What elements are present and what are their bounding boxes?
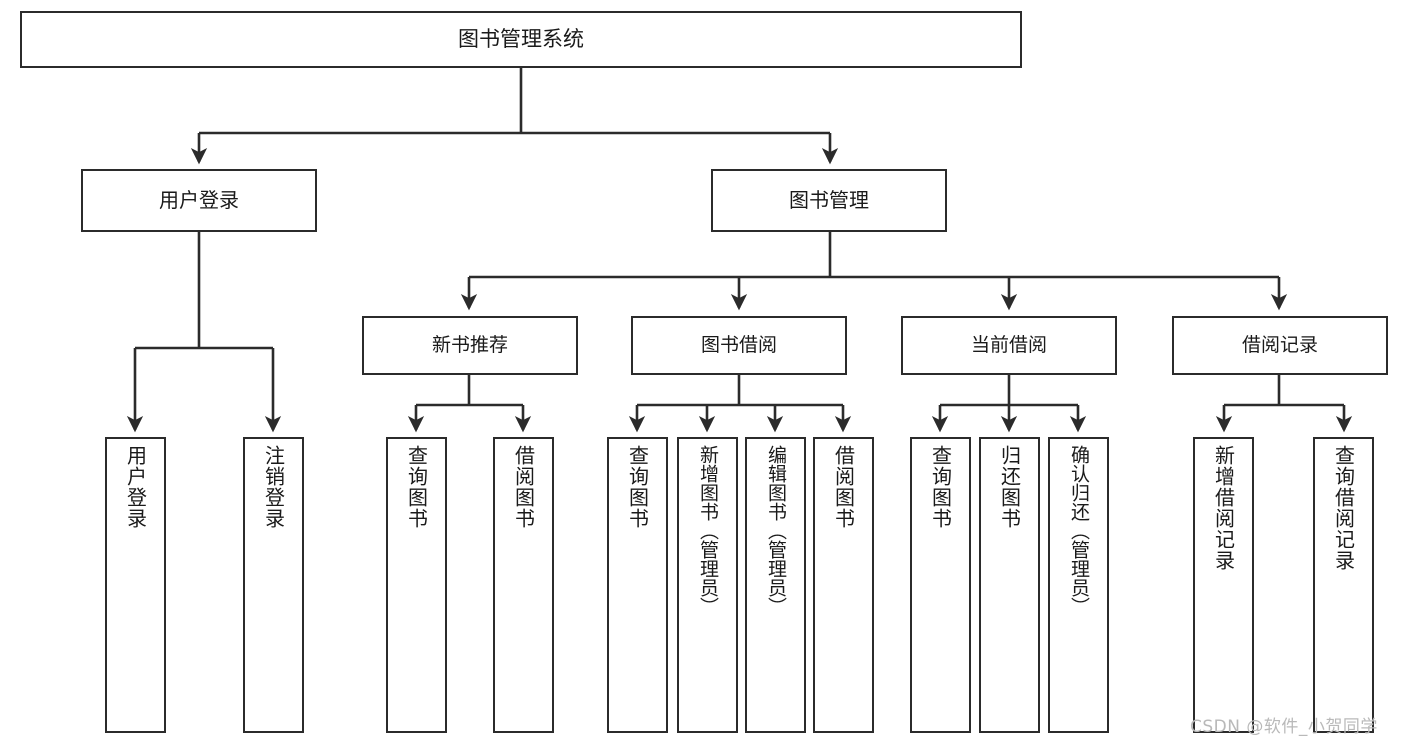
leaf-user-login[interactable]: 用户登录 — [105, 437, 166, 733]
node-label: 新增借阅记录 — [1211, 445, 1236, 571]
leaf-edit-book-admin[interactable]: 编辑图书（管理员） — [745, 437, 806, 733]
leaf-query-book-borrow[interactable]: 查询图书 — [607, 437, 668, 733]
node-label: 查询图书 — [625, 445, 650, 529]
leaf-return-book[interactable]: 归还图书 — [979, 437, 1040, 733]
node-new-book-recommend[interactable]: 新书推荐 — [362, 316, 578, 375]
node-label: 归还图书 — [997, 445, 1022, 529]
node-label: 新书推荐 — [431, 334, 508, 357]
node-label: 确认归还（管理员） — [1068, 445, 1090, 616]
node-label: 借阅图书 — [831, 445, 856, 529]
node-label: 查询图书 — [404, 445, 429, 529]
leaf-query-book-new[interactable]: 查询图书 — [386, 437, 447, 733]
node-book-borrow[interactable]: 图书借阅 — [631, 316, 847, 375]
node-current-borrow[interactable]: 当前借阅 — [901, 316, 1117, 375]
node-user-login[interactable]: 用户登录 — [81, 169, 317, 232]
node-label: 图书管理 — [789, 187, 869, 212]
leaf-add-borrow-record[interactable]: 新增借阅记录 — [1193, 437, 1254, 733]
node-label: 编辑图书（管理员） — [765, 445, 787, 616]
node-label: 用户登录 — [123, 445, 148, 529]
leaf-logout-login[interactable]: 注销登录 — [243, 437, 304, 733]
node-label: 图书管理系统 — [458, 27, 584, 52]
leaf-add-book-admin[interactable]: 新增图书（管理员） — [677, 437, 738, 733]
node-label: 图书借阅 — [700, 334, 777, 357]
leaf-borrow-book[interactable]: 借阅图书 — [813, 437, 874, 733]
leaf-confirm-return-admin[interactable]: 确认归还（管理员） — [1048, 437, 1109, 733]
leaf-query-borrow-record[interactable]: 查询借阅记录 — [1313, 437, 1374, 733]
node-label: 查询图书 — [928, 445, 953, 529]
node-label: 新增图书（管理员） — [697, 445, 719, 616]
node-book-management[interactable]: 图书管理 — [711, 169, 947, 232]
node-label: 查询借阅记录 — [1331, 445, 1356, 571]
leaf-borrow-book-new[interactable]: 借阅图书 — [493, 437, 554, 733]
node-root-system[interactable]: 图书管理系统 — [20, 11, 1022, 68]
node-borrow-records[interactable]: 借阅记录 — [1172, 316, 1388, 375]
leaf-query-book-current[interactable]: 查询图书 — [910, 437, 971, 733]
node-label: 借阅记录 — [1241, 334, 1318, 357]
node-label: 注销登录 — [261, 445, 286, 529]
node-label: 用户登录 — [159, 187, 239, 212]
node-label: 借阅图书 — [511, 445, 536, 529]
watermark-text: CSDN @软件_小贺同学 — [1190, 717, 1378, 737]
node-label: 当前借阅 — [970, 334, 1047, 357]
